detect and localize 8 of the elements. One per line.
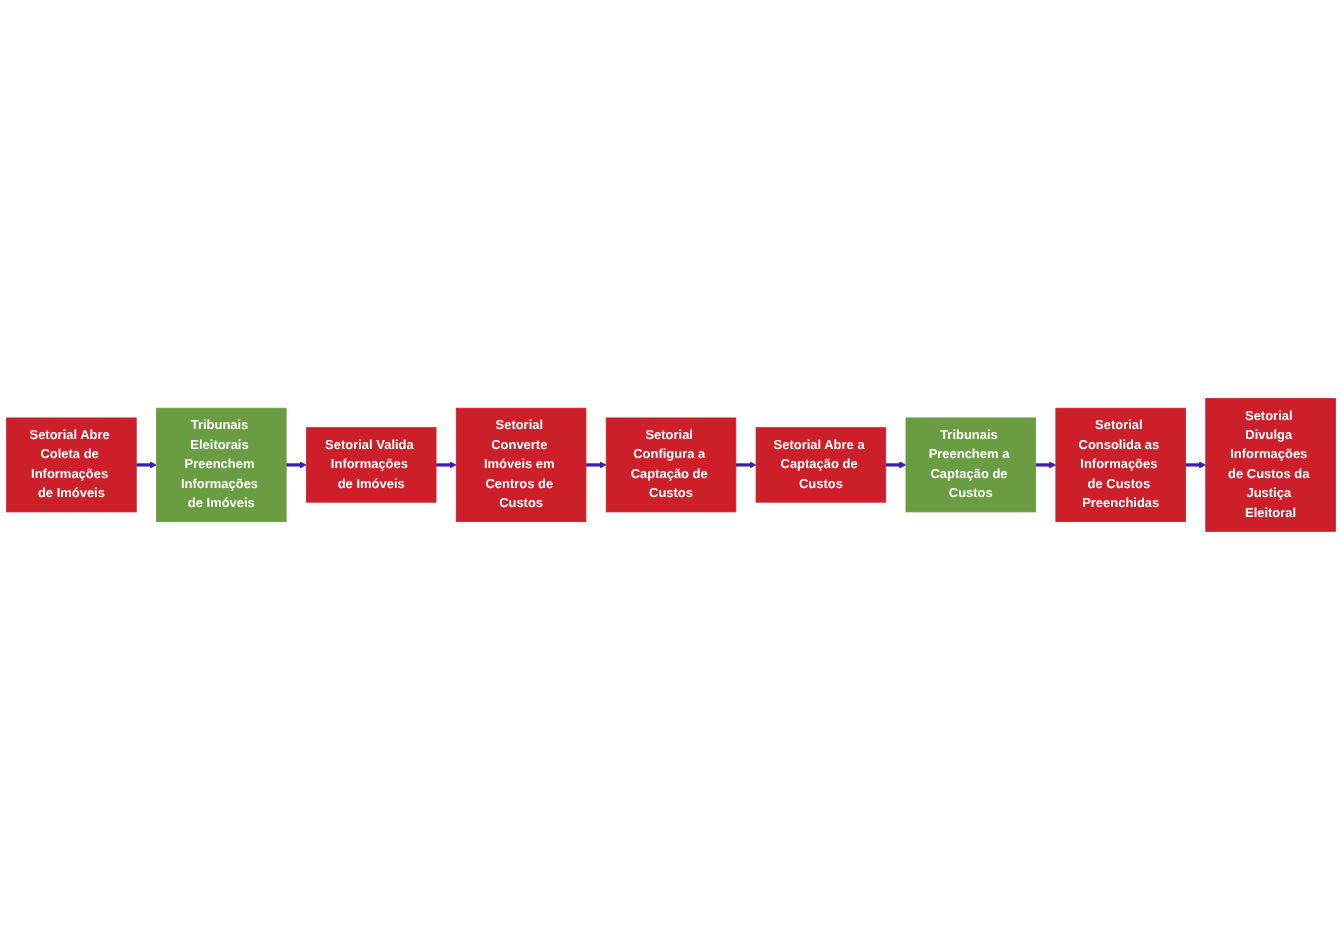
arrow [735, 460, 757, 468]
arrow [286, 460, 307, 468]
arrow [1035, 460, 1057, 468]
arrow [436, 460, 457, 468]
arrow [885, 460, 907, 468]
arrow [1185, 460, 1207, 468]
arrow [136, 460, 157, 468]
arrow [585, 460, 607, 468]
